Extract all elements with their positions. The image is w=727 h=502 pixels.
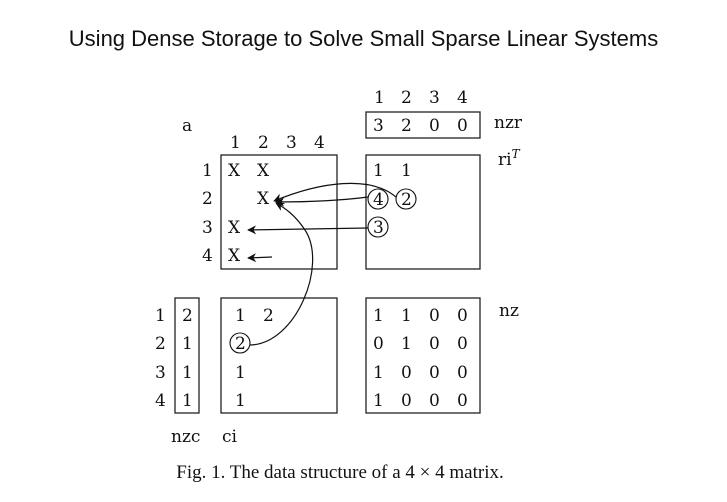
a-row-indices: 1 2 3 4 [202,161,213,266]
ri-box [365,154,481,270]
nz-entry: 0 [429,306,440,326]
ri-label-base: ri [498,150,512,170]
ri-entry: 4 [373,190,384,210]
nz-entry: 0 [457,363,468,383]
nzc-value: 1 [182,391,193,411]
nz-entry: 1 [401,334,412,354]
nzc-value: 2 [182,306,193,326]
nzr-box [365,111,481,139]
a-matrix-entries: X X X X X [228,161,270,266]
ri-entry: 1 [401,161,412,181]
a-row-index: 4 [202,246,213,266]
nzc-label: nzc [171,427,200,447]
a-entry: X [228,246,241,266]
nzr-col-index: 1 [374,88,385,108]
a-row-index: 1 [202,161,213,181]
figure-caption: Fig. 1. The data structure of a 4 × 4 ma… [176,462,504,483]
a-row-index: 2 [202,189,213,209]
ri-entry: 2 [401,190,412,210]
nz-entry: 0 [457,334,468,354]
ri-entry: 3 [373,218,384,238]
nz-entry: 0 [401,391,412,411]
a-entry: X [228,161,241,181]
a-col-index: 1 [230,133,241,153]
ri-entry: 1 [373,161,384,181]
page-title: Using Dense Storage to Solve Small Spars… [68,26,659,51]
a-col-index: 2 [258,133,269,153]
nzr-col-index: 2 [401,88,412,108]
a-entry: X [228,218,241,238]
nz-entry: 0 [457,306,468,326]
nzc-row-index: 1 [155,306,166,326]
nz-box [365,297,481,414]
ci-entry: 1 [235,306,246,326]
a-entry: X [257,189,270,209]
nzr-value: 2 [401,116,412,136]
nz-entry: 0 [429,334,440,354]
ri-label: riT [498,147,521,170]
ri-entry-circle [367,216,389,238]
nzc-row-index: 2 [155,334,166,354]
a-matrix-box [220,154,338,270]
nz-label: nz [499,301,519,321]
nzc-value: 1 [182,334,193,354]
ri-label-superscript: T [512,147,521,161]
ri-entry-circle [395,188,417,210]
nz-entry: 1 [373,306,384,326]
nz-entry: 0 [429,363,440,383]
nzr-column-indices: 1 2 3 4 [374,88,468,108]
a-entry: X [257,161,270,181]
nzr-value: 3 [373,116,384,136]
nz-entry: 0 [373,334,384,354]
arrow-to-a-row4 [247,253,273,263]
nzr-value: 0 [457,116,468,136]
nzr-col-index: 4 [457,88,468,108]
nz-entry: 1 [401,306,412,326]
nzr-label: nzr [494,113,523,133]
ci-entry: 1 [235,363,246,383]
nzc-value: 1 [182,363,193,383]
nz-entry: 0 [429,391,440,411]
ci-entry: 2 [263,306,274,326]
arrow-ci2-to-a [249,202,314,346]
nz-entry: 0 [401,363,412,383]
arrow-ri4-to-a [275,196,369,207]
a-label: a [182,116,192,136]
nzr-col-index: 3 [429,88,440,108]
ci-entry: 2 [235,334,246,354]
ri-entry-circle [367,188,389,210]
nz-entry: 1 [373,391,384,411]
ci-box [220,297,338,414]
nz-entry: 0 [457,391,468,411]
a-column-indices: 1 2 3 4 [230,133,325,153]
ci-entry: 1 [235,391,246,411]
ci-entries: 1 2 2 1 1 [229,306,274,411]
a-row-index: 3 [202,218,213,238]
arrow-ri3-to-a [247,225,369,235]
nz-entry: 1 [373,363,384,383]
nz-entries: 1 1 0 0 0 1 0 0 1 0 0 0 1 0 0 0 [373,306,468,411]
nzc-row-index: 3 [155,363,166,383]
a-col-index: 3 [286,133,297,153]
arrow-ri2-to-a [273,182,397,203]
a-col-index: 4 [314,133,325,153]
ci-entry-circle [229,332,251,354]
nzc-values: 2 1 1 1 [182,306,193,411]
nzc-box [174,297,200,414]
ri-entries: 1 1 4 2 3 [367,161,417,238]
nzr-values: 3 2 0 0 [373,116,468,136]
ci-label: ci [222,427,238,447]
nzc-row-index: 4 [155,391,166,411]
nzc-row-indices: 1 2 3 4 [155,306,166,411]
nzr-value: 0 [429,116,440,136]
